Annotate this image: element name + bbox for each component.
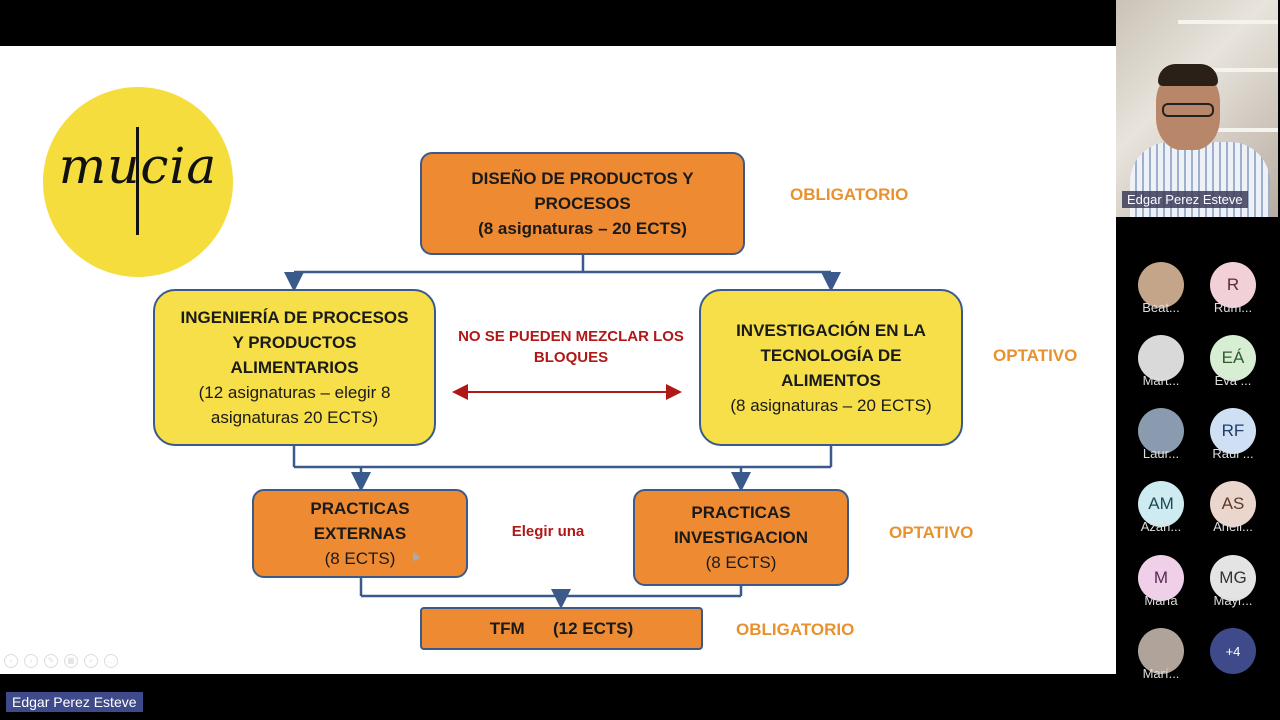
- block-investigacion: INVESTIGACIÓN EN LA TECNOLOGÍA DE ALIMEN…: [699, 289, 963, 446]
- choose-one-note: Elegir una: [511, 523, 585, 540]
- avatar: [1138, 262, 1184, 308]
- prev-slide-icon[interactable]: ‹: [4, 654, 18, 668]
- avatar: EÁ: [1210, 335, 1256, 381]
- more-participants-button[interactable]: +4: [1210, 628, 1256, 674]
- participant-tile[interactable]: M María: [1132, 555, 1190, 608]
- no-mix-note: NO SE PUEDEN MEZCLAR LOS BLOQUES: [452, 326, 690, 368]
- slides-grid-icon[interactable]: ▦: [64, 654, 78, 668]
- block-ingenieria-l5: asignaturas 20 ECTS): [210, 408, 379, 427]
- tag-optativo-middle: OPTATIVO: [993, 346, 1078, 365]
- block-investigacion-l4: (8 asignaturas – 20 ECTS): [730, 395, 932, 415]
- block-diseno: DISEÑO DE PRODUCTOS Y PROCESOS (8 asigna…: [420, 152, 745, 255]
- no-mix-line1: NO SE PUEDEN MEZCLAR LOS: [458, 328, 684, 345]
- block-tfm: TFM (12 ECTS): [420, 607, 703, 650]
- participant-tile[interactable]: MG Mayr...: [1204, 555, 1262, 608]
- block-ingenieria: INGENIERÍA DE PROCESOS Y PRODUCTOS ALIME…: [153, 289, 436, 446]
- logo-divider: [136, 127, 139, 235]
- no-mix-line2: BLOQUES: [533, 349, 609, 366]
- participant-name: Beat...: [1142, 300, 1180, 315]
- speaker-hair: [1158, 64, 1218, 86]
- block-practicas-investigacion: PRACTICAS INVESTIGACION (8 ECTS): [633, 489, 849, 586]
- bottom-bar: [0, 674, 1116, 720]
- avatar: AS: [1210, 481, 1256, 527]
- more-options-icon[interactable]: …: [104, 654, 118, 668]
- participant-name: Aneli...: [1213, 519, 1253, 534]
- participant-tile[interactable]: RF Raúl ...: [1204, 408, 1262, 461]
- speaker-video[interactable]: Edgar Perez Esteve: [1116, 0, 1278, 217]
- slide-controls[interactable]: ‹ › ✎ ▦ ⌕ …: [4, 654, 118, 668]
- participant-tile[interactable]: Laur...: [1132, 408, 1190, 461]
- avatar: AM: [1138, 481, 1184, 527]
- pract-inv-l3: (8 ECTS): [705, 553, 777, 572]
- mucia-logo: mucia: [43, 87, 233, 277]
- tag-obligatorio-bottom: OBLIGATORIO: [736, 620, 855, 639]
- pract-inv-l2: INVESTIGACION: [673, 528, 809, 547]
- participant-tile[interactable]: R Rum...: [1204, 262, 1262, 315]
- avatar: R: [1210, 262, 1256, 308]
- participant-name: Mart...: [1142, 373, 1180, 388]
- tag-optativo-bottom: OPTATIVO: [889, 523, 974, 542]
- pen-icon[interactable]: ✎: [44, 654, 58, 668]
- next-slide-icon[interactable]: ›: [24, 654, 38, 668]
- participant-name: Rum...: [1213, 300, 1253, 315]
- participant-name: Laur...: [1142, 446, 1180, 461]
- participant-name: Marí...: [1142, 666, 1180, 681]
- block-diseno-detail: (8 asignaturas – 20 ECTS): [478, 219, 687, 238]
- avatar: [1138, 628, 1184, 674]
- glasses-icon: [1162, 103, 1214, 117]
- participant-name: Azah...: [1140, 519, 1182, 534]
- block-investigacion-l2: TECNOLOGÍA DE: [760, 345, 902, 365]
- tag-obligatorio-top: OBLIGATORIO: [790, 185, 909, 204]
- top-bar: [0, 0, 1116, 46]
- tfm-label: TFM (12 ECTS): [489, 619, 634, 638]
- block-ingenieria-l4: (12 asignaturas – elegir 8: [198, 383, 391, 402]
- participants-panel: Edgar Perez Esteve Beat... R Rum... Mart…: [1116, 0, 1280, 720]
- pract-ext-l2: EXTERNAS: [313, 524, 407, 543]
- participant-tile[interactable]: Beat...: [1132, 262, 1190, 315]
- block-investigacion-l1: INVESTIGACIÓN EN LA: [736, 320, 926, 340]
- avatar: MG: [1210, 555, 1256, 601]
- flow-connectors: [284, 255, 841, 609]
- pract-inv-l1: PRACTICAS: [691, 503, 791, 522]
- participant-tile[interactable]: Marí...: [1132, 628, 1190, 681]
- presenter-label: Edgar Perez Esteve: [6, 692, 143, 712]
- block-diseno-title2: PROCESOS: [534, 194, 631, 213]
- avatar: [1138, 408, 1184, 454]
- shared-slide: mucia: [0, 46, 1116, 674]
- avatar: [1138, 335, 1184, 381]
- speaker-name: Edgar Perez Esteve: [1122, 191, 1248, 208]
- pract-ext-l1: PRACTICAS: [310, 499, 410, 518]
- block-ingenieria-l1: INGENIERÍA DE PROCESOS: [180, 308, 409, 327]
- participant-tile[interactable]: Mart...: [1132, 335, 1190, 388]
- block-practicas-externas: PRACTICAS EXTERNAS (8 ECTS): [252, 489, 468, 578]
- participant-tile[interactable]: AS Aneli...: [1204, 481, 1262, 534]
- zoom-icon[interactable]: ⌕: [84, 654, 98, 668]
- block-investigacion-l3: ALIMENTOS: [781, 370, 881, 390]
- block-ingenieria-l3: ALIMENTARIOS: [230, 358, 359, 377]
- participant-tile[interactable]: EÁ Eva ...: [1204, 335, 1262, 388]
- pract-ext-l3: (8 ECTS): [324, 549, 396, 568]
- participant-name: María: [1144, 593, 1178, 608]
- avatar: RF: [1210, 408, 1256, 454]
- avatar: M: [1138, 555, 1184, 601]
- participant-name: Mayr...: [1213, 593, 1253, 608]
- participant-tile[interactable]: AM Azah...: [1132, 481, 1190, 534]
- block-diseno-title1: DISEÑO DE PRODUCTOS Y: [471, 169, 694, 188]
- participant-name: Eva ...: [1214, 373, 1252, 388]
- participant-name: Raúl ...: [1212, 446, 1254, 461]
- block-ingenieria-l2: Y PRODUCTOS: [232, 333, 357, 352]
